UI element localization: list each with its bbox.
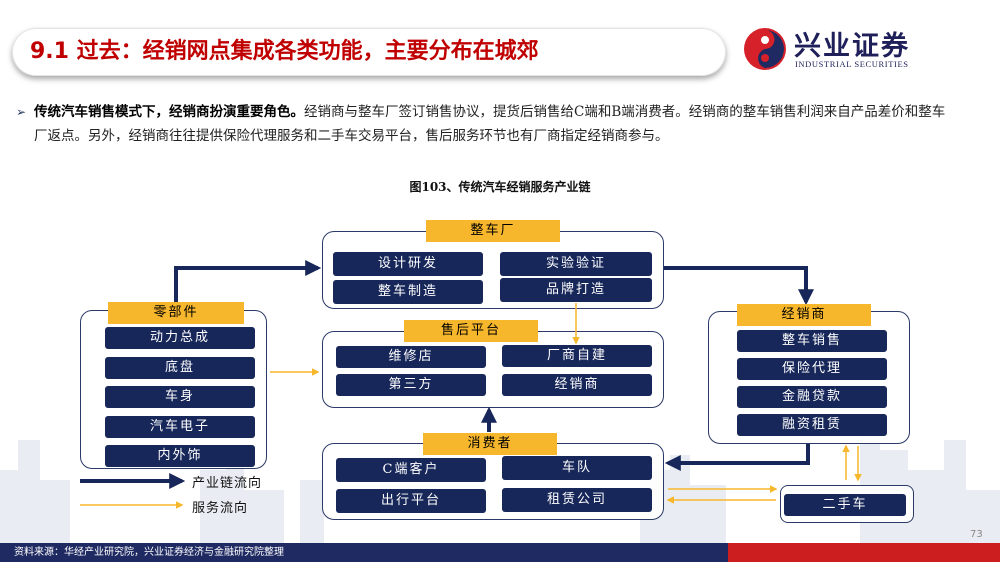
dealer-header: 经销商 (737, 304, 871, 326)
oem-header: 整车厂 (426, 220, 560, 242)
legend-chain-label: 产业链流向 (192, 476, 263, 491)
dealer-item-leasing: 融资租赁 (737, 414, 887, 436)
oem-item-design: 设计研发 (333, 252, 483, 276)
page-number: 73 (970, 529, 983, 540)
oem-item-branding: 品牌打造 (500, 278, 652, 302)
brand-logo: 兴业证券 INDUSTRIAL SECURITIES (742, 26, 942, 72)
figure-title: 图103、传统汽车经销服务产业链 (409, 180, 591, 194)
source-note: 资料来源：华经产业研究院，兴业证券经济与金融研究院整理 (14, 547, 284, 558)
intro-paragraph: ➢ 传统汽车销售模式下，经销商扮演重要角色。经销商与整车厂签订销售协议，提货后销… (16, 100, 946, 148)
slide-title: 9.1 过去：经销网点集成各类功能，主要分布在城郊 (30, 39, 539, 64)
consumer-header: 消费者 (423, 433, 557, 455)
parts-item-body: 车身 (105, 386, 255, 408)
parts-header: 零部件 (108, 302, 244, 324)
parts-item-electronics: 汽车电子 (105, 416, 255, 438)
footer-accent (728, 543, 1000, 562)
aftersales-panel (322, 331, 664, 408)
intro-lead: 传统汽车销售模式下，经销商扮演重要角色。 (34, 104, 304, 120)
dealer-item-loans: 金融贷款 (737, 386, 887, 408)
aftersales-header: 售后平台 (404, 320, 538, 342)
dealer-item-vehicle-sales: 整车销售 (737, 330, 887, 352)
consumer-item-rental: 租赁公司 (502, 488, 652, 512)
aftersales-item-third-party: 第三方 (336, 374, 486, 396)
footer-bar (0, 543, 728, 562)
oem-item-manufacturing: 整车制造 (333, 280, 483, 304)
logo-chinese-name: 兴业证券 (794, 31, 910, 62)
parts-item-powertrain: 动力总成 (105, 327, 255, 349)
dealer-item-insurance: 保险代理 (737, 358, 887, 380)
brand-mark-icon (744, 28, 786, 70)
aftersales-item-oem-built: 厂商自建 (502, 345, 652, 367)
logo-english-name: INDUSTRIAL SECURITIES (795, 59, 909, 69)
title-bar (12, 28, 726, 76)
oem-item-testing: 实验验证 (500, 252, 652, 276)
consumer-item-mobility: 出行平台 (336, 489, 486, 513)
intro-body: 经销商与整车厂签订销售协议，提货后销售给C端和B端消费者。经销商的整车销售利润来… (34, 104, 946, 144)
arrow-bullet-icon: ➢ (16, 105, 27, 119)
used-car-box: 二手车 (784, 494, 906, 516)
parts-item-trim: 内外饰 (105, 445, 255, 467)
parts-item-chassis: 底盘 (105, 357, 255, 379)
consumer-item-c-end: C端客户 (336, 458, 486, 482)
legend-service-label: 服务流向 (192, 501, 249, 516)
aftersales-item-repair-shop: 维修店 (336, 346, 486, 368)
consumer-item-fleet: 车队 (502, 456, 652, 480)
aftersales-item-dealer: 经销商 (502, 374, 652, 396)
